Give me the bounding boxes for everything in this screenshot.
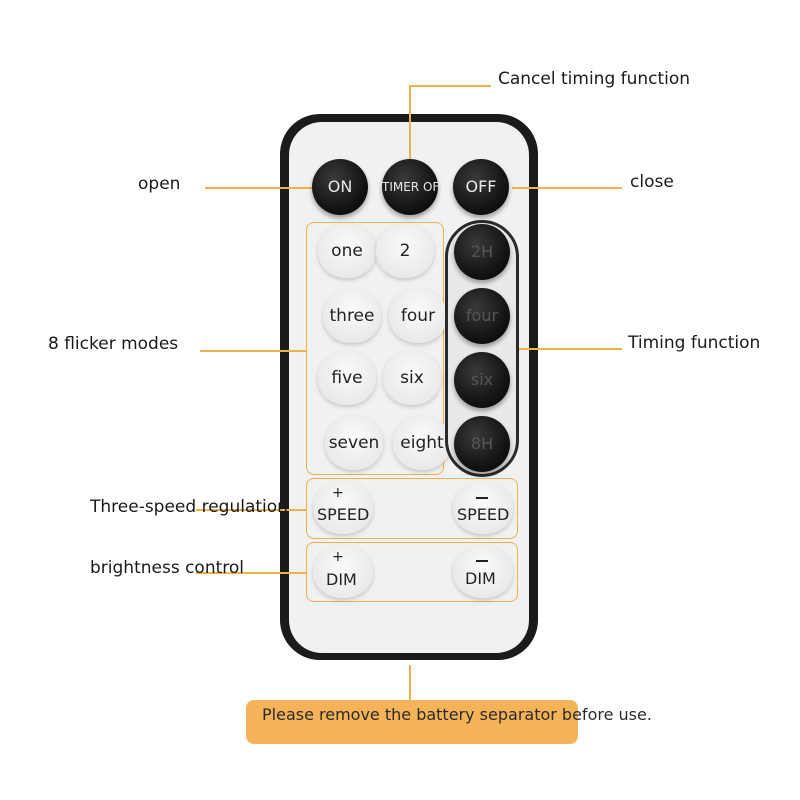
mode-button-five[interactable]: five: [318, 351, 376, 405]
timing-function-label: Timing function: [628, 333, 761, 353]
dim-minus-label: DIM: [465, 569, 496, 588]
timer-2h-button[interactable]: 2H: [454, 224, 510, 280]
open-line: [205, 187, 313, 189]
dim-plus-sign: +: [332, 549, 344, 565]
mode-button-six[interactable]: six: [383, 351, 441, 405]
mode-button-three[interactable]: three: [323, 289, 381, 343]
timing-function-line: [517, 348, 622, 350]
flicker-modes-label: 8 flicker modes: [48, 334, 179, 354]
mode-button-four[interactable]: four: [389, 289, 447, 343]
three-speed-label: Three-speed regulation: [90, 497, 288, 517]
cancel-timing-line-h: [409, 85, 491, 87]
speed-box: [306, 478, 518, 539]
cancel-timing-label: Cancel timing function: [498, 69, 691, 89]
timer-8h-button[interactable]: 8H: [454, 416, 510, 472]
timer-four-button[interactable]: four: [454, 288, 510, 344]
speed-minus-label: SPEED: [457, 505, 510, 524]
flicker-modes-box: [306, 222, 444, 475]
brightness-line: [196, 572, 307, 574]
dim-plus-label: DIM: [326, 570, 357, 589]
mode-button-eight[interactable]: eight: [393, 416, 451, 470]
speed-minus-sign: [476, 497, 488, 499]
speed-plus-label: SPEED: [317, 505, 370, 524]
close-line: [512, 187, 622, 189]
on-button[interactable]: ON: [312, 159, 368, 215]
notice-line: [409, 665, 411, 701]
three-speed-line: [196, 509, 307, 511]
speed-plus-button[interactable]: [313, 482, 373, 534]
mode-button-two[interactable]: 2: [376, 224, 434, 278]
mode-button-one[interactable]: one: [318, 224, 376, 278]
brightness-label: brightness control: [90, 558, 245, 578]
dim-box: [306, 542, 518, 602]
notice-text: Please remove the battery separator befo…: [262, 705, 652, 724]
timer-six-button[interactable]: six: [454, 352, 510, 408]
notice-banner: [246, 700, 578, 744]
mode-button-seven[interactable]: seven: [325, 416, 383, 470]
off-button[interactable]: OFF: [453, 159, 509, 215]
cancel-timing-line-v: [409, 86, 411, 162]
open-label: open: [138, 174, 181, 194]
timer-off-button[interactable]: TIMER OFF: [382, 159, 438, 215]
speed-plus-sign: +: [332, 485, 344, 501]
close-label: close: [630, 172, 674, 192]
speed-minus-button[interactable]: [453, 482, 513, 534]
flicker-modes-line: [200, 350, 306, 352]
dim-plus-button[interactable]: [313, 546, 373, 598]
dim-minus-sign: [476, 560, 488, 562]
dim-minus-button[interactable]: [453, 546, 513, 598]
